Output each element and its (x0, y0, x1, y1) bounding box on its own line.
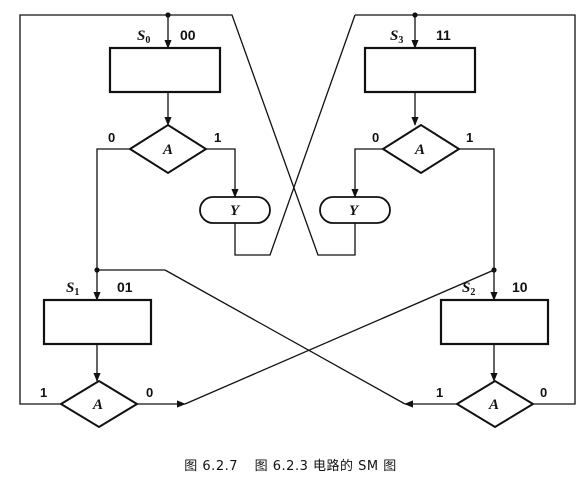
path-d2-false-to-s3 (415, 14, 576, 405)
state-box-s1 (42, 298, 153, 346)
output-y-right: Y (319, 196, 391, 224)
state-box-s3 (363, 46, 477, 94)
output-y-left: Y (199, 196, 271, 224)
branch-label-d1-left: 1 (40, 385, 47, 400)
branch-label-d0-left: 0 (108, 130, 115, 145)
state-label-s2: S2 (462, 280, 475, 298)
state-s2-group: S2 10 (439, 279, 550, 346)
path-y-right-to-s0 (168, 14, 356, 256)
branch-label-d1-right: 0 (146, 385, 153, 400)
state-box-s0 (108, 46, 222, 94)
path-y-left-to-s3 (234, 14, 356, 256)
state-label-s3: S3 (390, 28, 403, 46)
path-d0-false (96, 148, 130, 270)
decision-d1: A 1 0 (40, 379, 153, 429)
arrow-d3-false-to-y (351, 148, 383, 198)
decision-var-d1: A (92, 397, 103, 413)
path-d1-false-to-s2 (184, 269, 495, 405)
state-code-s0: 00 (180, 27, 196, 43)
branch-label-d2-right: 0 (540, 385, 547, 400)
path-d1-true-to-s0 (19, 14, 168, 405)
output-label-y-left: Y (230, 203, 241, 219)
state-code-s2: 10 (512, 279, 528, 295)
state-label-s1: S1 (66, 280, 79, 298)
state-s0-group: S0 00 (108, 12, 222, 94)
state-s3-group: S3 11 (363, 12, 477, 94)
path-d3-true (459, 148, 495, 270)
state-box-s2 (439, 298, 550, 346)
branch-label-d2-left: 1 (436, 385, 443, 400)
figure-caption: 图 6.2.7 图 6.2.3 电路的 SM 图 (0, 455, 581, 474)
output-label-y-right: Y (349, 203, 360, 219)
state-code-s3: 11 (436, 27, 451, 43)
state-s1-group: S1 01 (42, 279, 153, 346)
decision-d3: A 0 1 (372, 123, 473, 175)
branch-label-d3-right: 1 (466, 130, 473, 145)
state-code-s1: 01 (117, 279, 133, 295)
decision-var-d2: A (488, 397, 499, 413)
branch-label-d0-right: 1 (214, 130, 221, 145)
branch-label-d3-left: 0 (372, 130, 379, 145)
path-d2-true-to-s1 (164, 269, 406, 405)
state-label-s0: S0 (137, 28, 150, 46)
arrow-d0-true-to-y (206, 148, 239, 198)
decision-var-d0: A (162, 142, 173, 158)
figure-number: 图 6.2.7 (184, 459, 238, 474)
decision-var-d3: A (414, 142, 425, 158)
figure-title: 图 6.2.3 电路的 SM 图 (254, 459, 397, 474)
